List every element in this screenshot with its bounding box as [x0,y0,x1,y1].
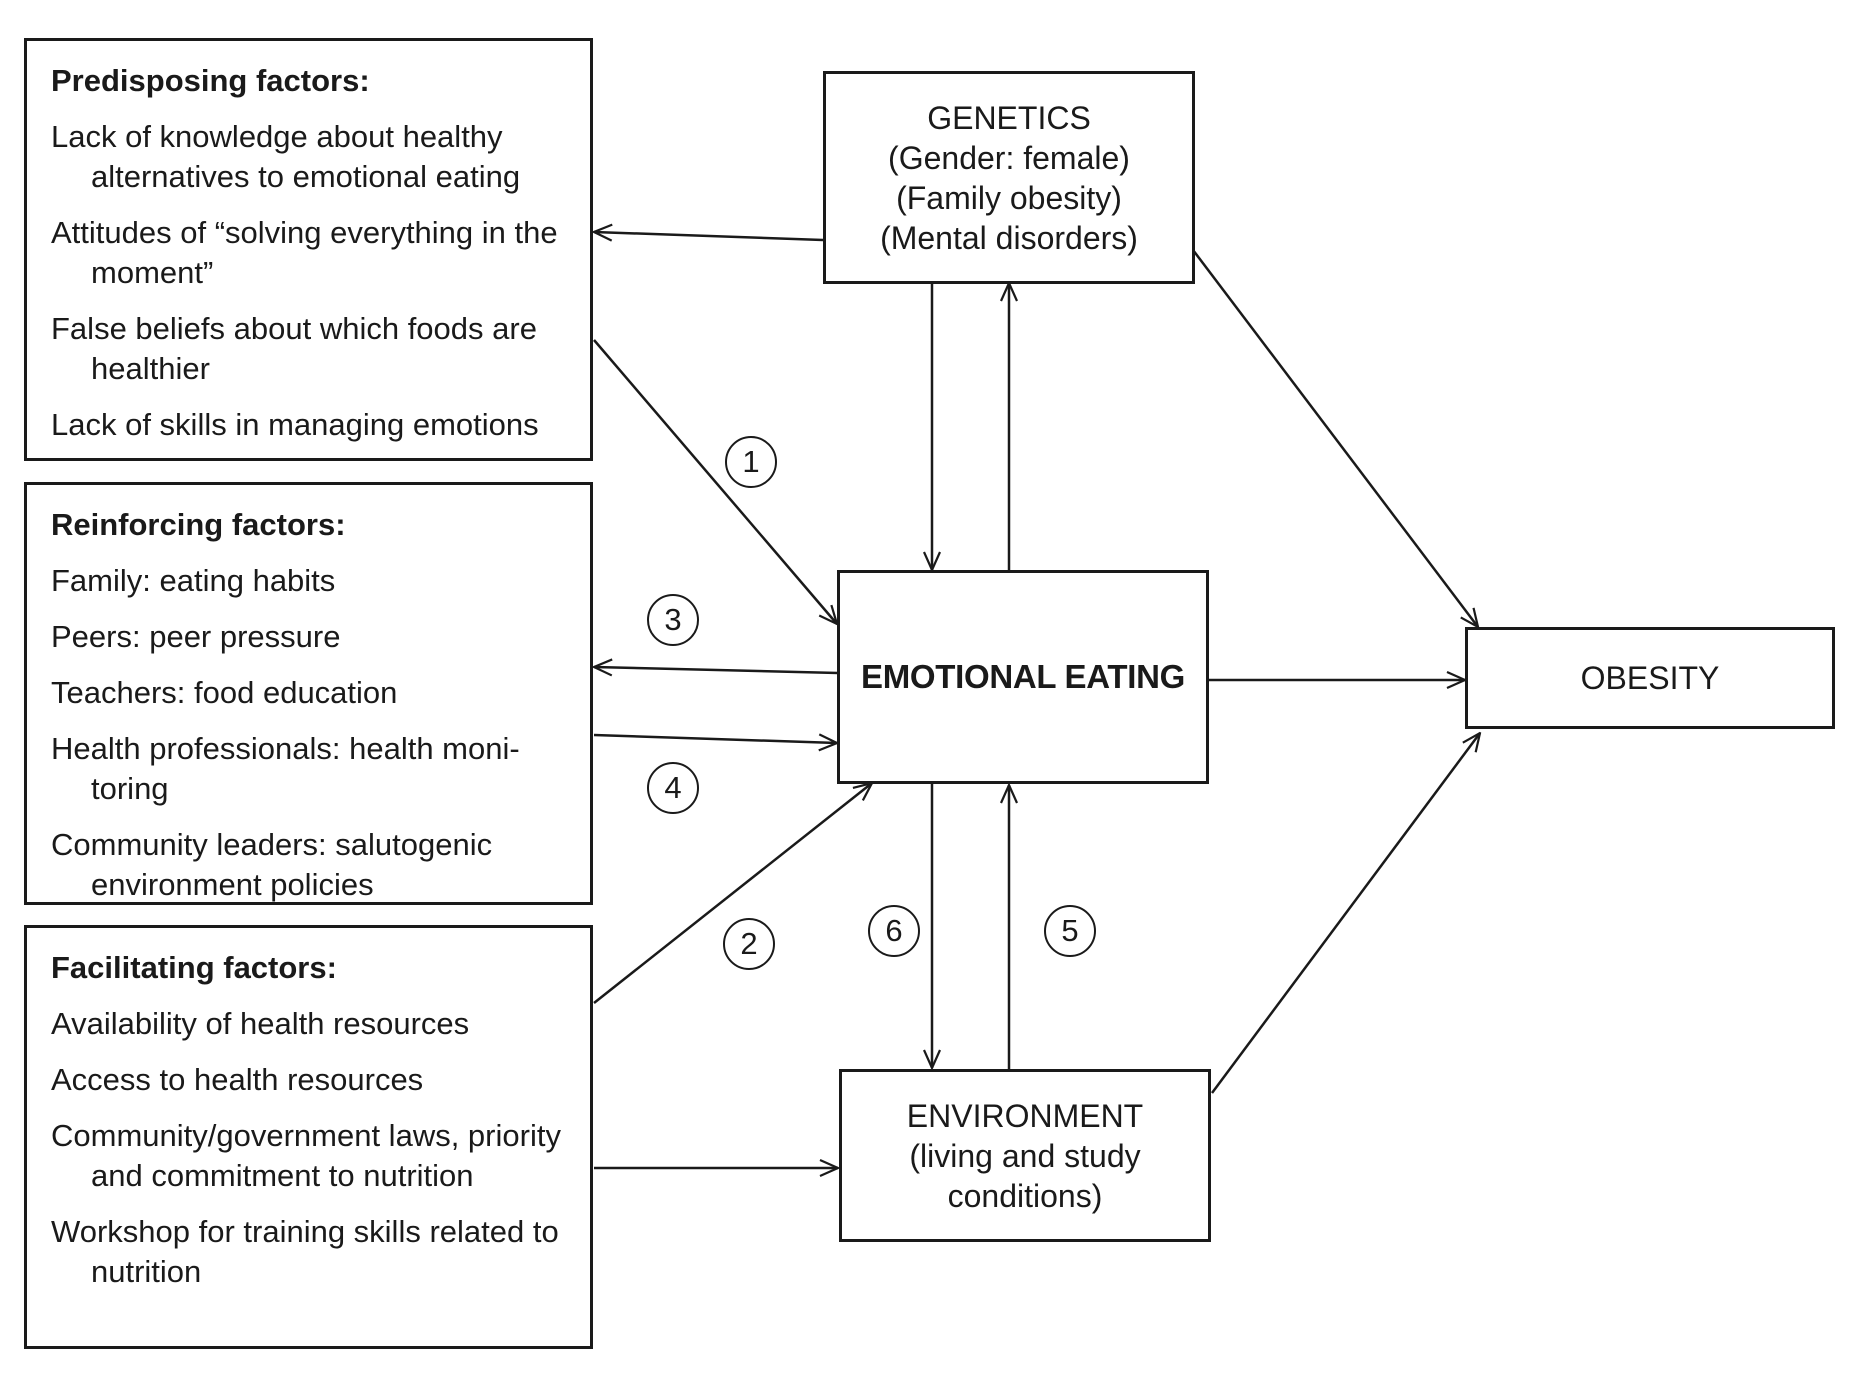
environment-title: ENVIRONMENT [906,1097,1144,1134]
reinforcing-factors-box: Reinforcing factors: Family: eating habi… [24,482,593,905]
facilitating-heading: Facilitating factors: [51,950,337,985]
arrow-facilitating-to-emotional-eating [593,783,872,1004]
predisposing-item: False beliefs about which foods are heal… [51,311,537,386]
predisposing-item: Lack of knowledge about healthy alternat… [51,119,521,194]
predisposing-list: Lack of knowledge about healthy alternat… [51,117,568,445]
path-number-1: 1 [725,436,777,488]
reinforcing-item: Peers: peer pressure [51,619,341,654]
path-number-4: 4 [647,762,699,814]
arrow-emotional-eating-to-reinforcing [594,667,839,673]
genetics-line: (Mental disorders) [880,219,1138,256]
genetics-line: (Gender: female) [888,139,1130,176]
facilitating-factors-box: Facilitating factors: Availability of he… [24,925,593,1349]
facilitating-item: Workshop for training skills related to … [51,1214,559,1289]
predisposing-factors-box: Predisposing factors: Lack of knowledge … [24,38,593,461]
reinforcing-item: Health professionals: health moni-toring [51,731,520,806]
reinforcing-list: Family: eating habits Peers: peer pressu… [51,561,568,905]
predisposing-item: Lack of skills in managing emotions [51,407,539,442]
genetics-title: GENETICS [927,99,1091,136]
arrow-reinforcing-to-emotional-eating [593,735,837,743]
reinforcing-item: Teachers: food education [51,675,398,710]
emotional-eating-box: EMOTIONAL EATING [837,570,1209,784]
path-number-3: 3 [647,594,699,646]
facilitating-item: Access to health resources [51,1062,424,1097]
facilitating-item: Availability of health resources [51,1006,470,1041]
environment-line: conditions) [947,1177,1103,1214]
arrow-predisposing-to-emotional-eating [593,339,837,624]
predisposing-heading: Predisposing factors: [51,63,370,98]
path-number-5: 5 [1044,905,1096,957]
arrow-genetics-to-obesity [1192,249,1478,627]
arrow-genetics-to-predisposing [594,232,824,240]
predisposing-item: Attitudes of “solving everything in the … [51,215,558,290]
reinforcing-item: Community leaders: salutogenic environme… [51,827,493,902]
reinforcing-heading: Reinforcing factors: [51,507,346,542]
genetics-box: GENETICS (Gender: female) (Family obesit… [823,71,1195,284]
emotional-eating-label: EMOTIONAL EATING [861,658,1185,695]
environment-box: ENVIRONMENT (living and study conditions… [839,1069,1211,1242]
obesity-label: OBESITY [1580,660,1720,696]
reinforcing-item: Family: eating habits [51,563,336,598]
arrow-environment-to-obesity [1210,733,1480,1094]
obesity-box: OBESITY [1465,627,1835,729]
environment-line: (living and study [909,1137,1141,1174]
path-number-6: 6 [868,905,920,957]
genetics-line: (Family obesity) [896,179,1122,216]
facilitating-list: Availability of health resources Access … [51,1004,568,1292]
path-number-2: 2 [723,918,775,970]
facilitating-item: Community/government laws, priority and … [51,1118,561,1193]
